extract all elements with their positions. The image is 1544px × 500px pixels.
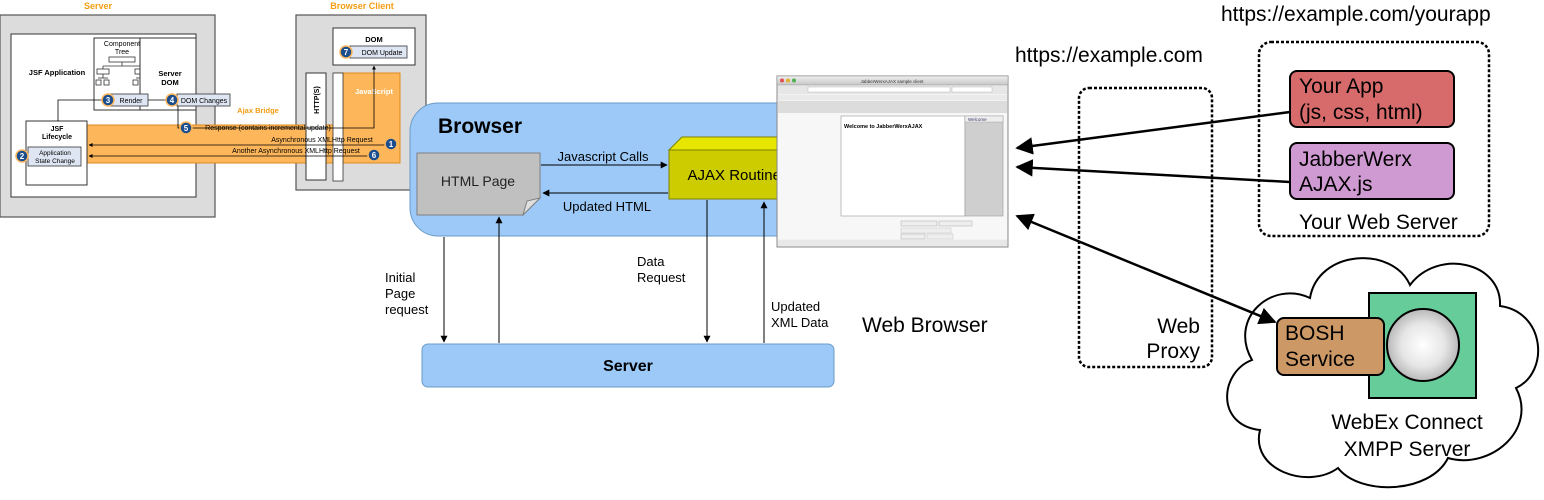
jabberwerx-to-browser-arrow bbox=[1015, 159, 1291, 184]
deployment-diagram: JabberWerxAJAX sample client Welcome to … bbox=[776, 3, 1540, 489]
your-app-label-2: (js, css, html) bbox=[1299, 101, 1423, 124]
web-proxy-label-2: Proxy bbox=[1146, 340, 1200, 363]
component-tree-label-1: Component bbox=[104, 41, 140, 48]
web-proxy-label-1: Web bbox=[1157, 315, 1200, 338]
server-box bbox=[421, 343, 835, 388]
html-page-label: HTML Page bbox=[441, 173, 515, 189]
render-label: Render bbox=[120, 98, 144, 105]
disc-icon bbox=[1386, 308, 1460, 382]
app-state-label-1: Application bbox=[39, 150, 71, 157]
url-example: https://example.com bbox=[1015, 44, 1203, 67]
response-arrow bbox=[177, 65, 376, 129]
bosh-service-box bbox=[1276, 317, 1385, 376]
http-channel bbox=[305, 72, 327, 181]
step-badge-1: 1 bbox=[384, 137, 398, 151]
dom-update-label: DOM Update bbox=[362, 50, 403, 57]
jsf-lifecycle-label-2: Lifecycle bbox=[42, 134, 72, 141]
browser-title: Browser bbox=[438, 115, 522, 138]
jsf-lifecycle-label-1: JSF bbox=[51, 126, 65, 133]
screenshot-search-box bbox=[951, 86, 993, 93]
updated-xml-label-1: Updated bbox=[771, 299, 820, 314]
your-web-server-label: Your Web Server bbox=[1299, 211, 1458, 234]
client-panel-title: Browser Client bbox=[330, 1, 394, 11]
svg-text:6: 6 bbox=[372, 151, 377, 160]
svg-text:5: 5 bbox=[184, 124, 189, 133]
step-badge-7: 7 bbox=[339, 45, 353, 59]
screenshot-window-title: JabberWerxAJAX sample client bbox=[861, 79, 925, 84]
screenshot-zoom-icon bbox=[792, 78, 796, 83]
screenshot-bookmarks-bar bbox=[778, 95, 1007, 100]
component-tree-label-2: Tree bbox=[115, 49, 129, 56]
screenshot-side-panel-title: Welcome bbox=[968, 117, 987, 122]
screenshot-close-icon bbox=[780, 78, 784, 83]
ajax-routines-label: AJAX Routines bbox=[688, 167, 789, 184]
step-badge-6: 6 bbox=[367, 148, 381, 162]
jabberwerx-box bbox=[1289, 142, 1455, 200]
jabberwerx-label-1: JabberWerx bbox=[1299, 148, 1412, 171]
xmpp-server-label-2: XMPP Server bbox=[1344, 438, 1471, 461]
svg-text:1: 1 bbox=[389, 140, 394, 149]
xmpp-server-label-1: WebEx Connect bbox=[1331, 411, 1483, 434]
svg-text:7: 7 bbox=[344, 48, 349, 57]
svg-text:3: 3 bbox=[106, 96, 111, 105]
data-request-label-2: Request bbox=[637, 270, 686, 285]
initial-request-label-1: Initial bbox=[385, 270, 415, 285]
server-dom-label-2: DOM bbox=[161, 78, 179, 87]
your-app-to-browser-arrow bbox=[1015, 110, 1291, 155]
jsf-ajax-bridge-diagram: Server Browser Client JSF Application Co… bbox=[0, 1, 427, 218]
screenshot-address-bar bbox=[807, 86, 951, 93]
screenshot-button-5 bbox=[926, 233, 954, 240]
screenshot-minimize-icon bbox=[786, 78, 790, 83]
initial-request-label-2: Page bbox=[385, 286, 415, 301]
your-app-box bbox=[1289, 70, 1455, 128]
updated-xml-label-2: XML Data bbox=[771, 315, 829, 330]
screenshot-button-2 bbox=[938, 220, 973, 227]
server-dom-label-1: Server bbox=[158, 69, 181, 78]
server-label: Server bbox=[603, 358, 653, 375]
screenshot-side-panel-header bbox=[964, 115, 1004, 123]
step-badge-5: 5 bbox=[179, 121, 193, 135]
dom-changes-label: DOM Changes bbox=[181, 98, 228, 105]
screenshot-chat-pane bbox=[840, 115, 966, 217]
jabberwerx-label-2: AJAX.js bbox=[1299, 173, 1373, 196]
html-page-dogear bbox=[521, 197, 542, 217]
step-badge-4: 4 bbox=[165, 93, 179, 107]
browser-flow-diagram: Browser HTML Page AJAX Routines Javascri… bbox=[385, 102, 835, 388]
step-badge-3: 3 bbox=[101, 93, 115, 107]
client-dom-label: DOM bbox=[365, 35, 383, 44]
response-label: Response (contains incremental update) bbox=[205, 125, 331, 132]
screenshot-button-1 bbox=[900, 220, 938, 227]
bosh-label-2: Service bbox=[1285, 348, 1355, 371]
app-state-label-2: State Change bbox=[35, 158, 75, 165]
ajax-bridge-label: Ajax Bridge bbox=[237, 106, 279, 115]
svg-text:4: 4 bbox=[170, 96, 175, 105]
screenshot-side-panel bbox=[964, 115, 1004, 217]
screenshot-tab-strip bbox=[778, 101, 1007, 113]
javascript-calls-label: Javascript Calls bbox=[557, 149, 649, 164]
client-inner-wall bbox=[332, 72, 344, 182]
updated-html-label: Updated HTML bbox=[563, 199, 651, 214]
browser-bosh-arrow bbox=[1015, 213, 1277, 325]
web-browser-label: Web Browser bbox=[862, 314, 988, 337]
svg-text:2: 2 bbox=[20, 152, 25, 161]
another-async-label: Another Asynchronous XMLHttp Request bbox=[232, 148, 360, 155]
render-arrow bbox=[57, 98, 109, 121]
screenshot-button-3 bbox=[900, 227, 952, 234]
http-label: HTTP(S) bbox=[314, 86, 321, 114]
async-request-label: Asynchronous XMLHttp Request bbox=[271, 137, 373, 144]
url-yourapp: https://example.com/yourapp bbox=[1221, 3, 1491, 26]
jsf-application-label: JSF Application bbox=[29, 68, 86, 77]
server-panel-title: Server bbox=[84, 1, 113, 11]
step-badge-2: 2 bbox=[15, 149, 29, 163]
screenshot-button-4 bbox=[900, 233, 926, 240]
bosh-label-1: BOSH bbox=[1285, 322, 1345, 345]
screenshot-titlebar bbox=[776, 75, 1009, 86]
data-request-label-1: Data bbox=[637, 254, 665, 269]
your-app-label-1: Your App bbox=[1299, 75, 1383, 98]
initial-request-label-3: request bbox=[385, 302, 429, 317]
screenshot-status-bar bbox=[778, 240, 1007, 246]
screenshot-welcome: Welcome to JabberWerxAJAX bbox=[844, 124, 923, 130]
web-browser-screenshot: JabberWerxAJAX sample client Welcome to … bbox=[776, 75, 1009, 248]
